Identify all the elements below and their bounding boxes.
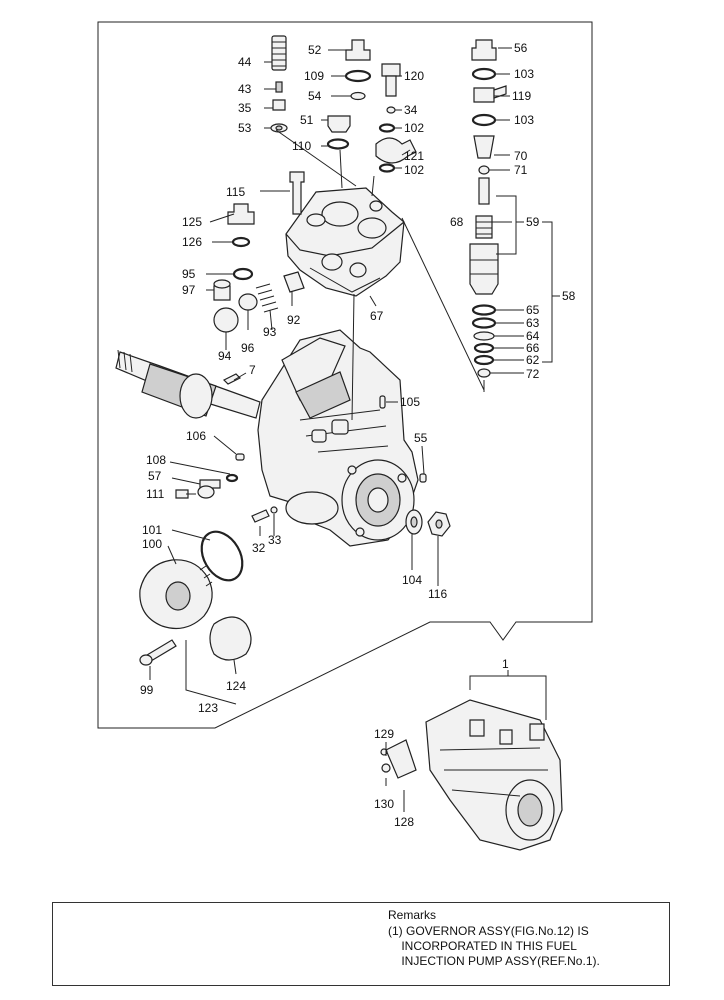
- screw-fittings-left: [270, 35, 288, 133]
- lower-left-fittings: [175, 453, 245, 499]
- callout-label: 1: [502, 657, 509, 671]
- callout-label: 128: [394, 815, 414, 829]
- callout-label: 130: [374, 797, 394, 811]
- callout-label: 71: [514, 163, 528, 177]
- callout-label: 34: [404, 103, 418, 117]
- callout-label: 103: [514, 113, 534, 127]
- drive-shaft: [115, 349, 261, 419]
- injection-pump-assembly: [380, 699, 563, 851]
- callout-label: 94: [218, 349, 232, 363]
- distributor-head: [285, 187, 405, 297]
- exploded-view-frame: [97, 21, 593, 729]
- remarks-text: (1) GOVERNOR ASSY(FIG.No.12) IS INCORPOR…: [388, 924, 600, 968]
- callout-label: 101: [142, 523, 162, 537]
- pump-cover-assembly: [139, 530, 252, 666]
- callout-label: 120: [404, 69, 424, 83]
- callout-label: 129: [374, 727, 394, 741]
- callout-label: 96: [241, 341, 255, 355]
- callout-label: 99: [140, 683, 154, 697]
- callout-label: 64: [526, 329, 540, 343]
- callout-label: 65: [526, 303, 540, 317]
- callout-label: 55: [414, 431, 428, 445]
- callout-label: 97: [182, 283, 196, 297]
- remarks-title: Remarks: [388, 908, 437, 922]
- callout-label: 102: [404, 163, 424, 177]
- center-fittings: [326, 39, 372, 150]
- callout-label: 32: [252, 541, 266, 555]
- callout-label: 92: [287, 313, 301, 327]
- callout-label: 53: [238, 121, 252, 135]
- callout-label: 126: [182, 235, 202, 249]
- callout-label: 66: [526, 341, 540, 355]
- remarks-box: Remarks (1) GOVERNOR ASSY(FIG.No.12) IS …: [52, 902, 670, 986]
- callout-label: 104: [402, 573, 422, 587]
- pump-housing: [257, 329, 419, 547]
- callout-label: 68: [450, 215, 464, 229]
- callout-label: 121: [404, 149, 424, 163]
- callout-label: 51: [300, 113, 314, 127]
- callout-label: 63: [526, 316, 540, 330]
- callout-label: 124: [226, 679, 246, 693]
- callout-label: 43: [238, 82, 252, 96]
- callout-label: 54: [308, 89, 322, 103]
- callout-label: 33: [268, 533, 282, 547]
- callout-label: 108: [146, 453, 166, 467]
- callout-label: 58: [562, 289, 576, 303]
- key: [222, 373, 242, 385]
- callout-label: 105: [400, 395, 420, 409]
- callout-label: 35: [238, 101, 252, 115]
- washer-and-nut: [405, 509, 451, 537]
- callout-label: 7: [249, 363, 256, 377]
- callout-label: 67: [370, 309, 384, 323]
- callout-label: 123: [198, 701, 218, 715]
- small-fittings: [251, 395, 427, 523]
- callout-label: 44: [238, 55, 252, 69]
- delivery-valve-stack: [469, 39, 507, 378]
- bolt-and-fittings: [227, 171, 305, 248]
- callout-label: 125: [182, 215, 202, 229]
- callout-label: 72: [526, 367, 540, 381]
- callout-label: 116: [428, 587, 447, 601]
- leader-lines: [149, 47, 560, 812]
- callout-label: 59: [526, 215, 540, 229]
- callout-label: 62: [526, 353, 540, 367]
- callout-label: 102: [404, 121, 424, 135]
- callout-label: 95: [182, 267, 196, 281]
- callout-label: 57: [148, 469, 162, 483]
- callout-label: 70: [514, 149, 528, 163]
- callout-label: 111: [146, 487, 165, 501]
- callout-label: 56: [514, 41, 528, 55]
- callout-label: 109: [304, 69, 324, 83]
- callout-label: 103: [514, 67, 534, 81]
- callout-label: 106: [186, 429, 206, 443]
- callout-label: 110: [292, 139, 311, 153]
- callout-labels: 4443355352109545111012034102121102561031…: [140, 41, 576, 829]
- callout-label: 115: [226, 185, 245, 199]
- callout-label: 100: [142, 537, 162, 551]
- callout-label: 52: [308, 43, 322, 57]
- callout-label: 93: [263, 325, 277, 339]
- callout-label: 119: [512, 89, 531, 103]
